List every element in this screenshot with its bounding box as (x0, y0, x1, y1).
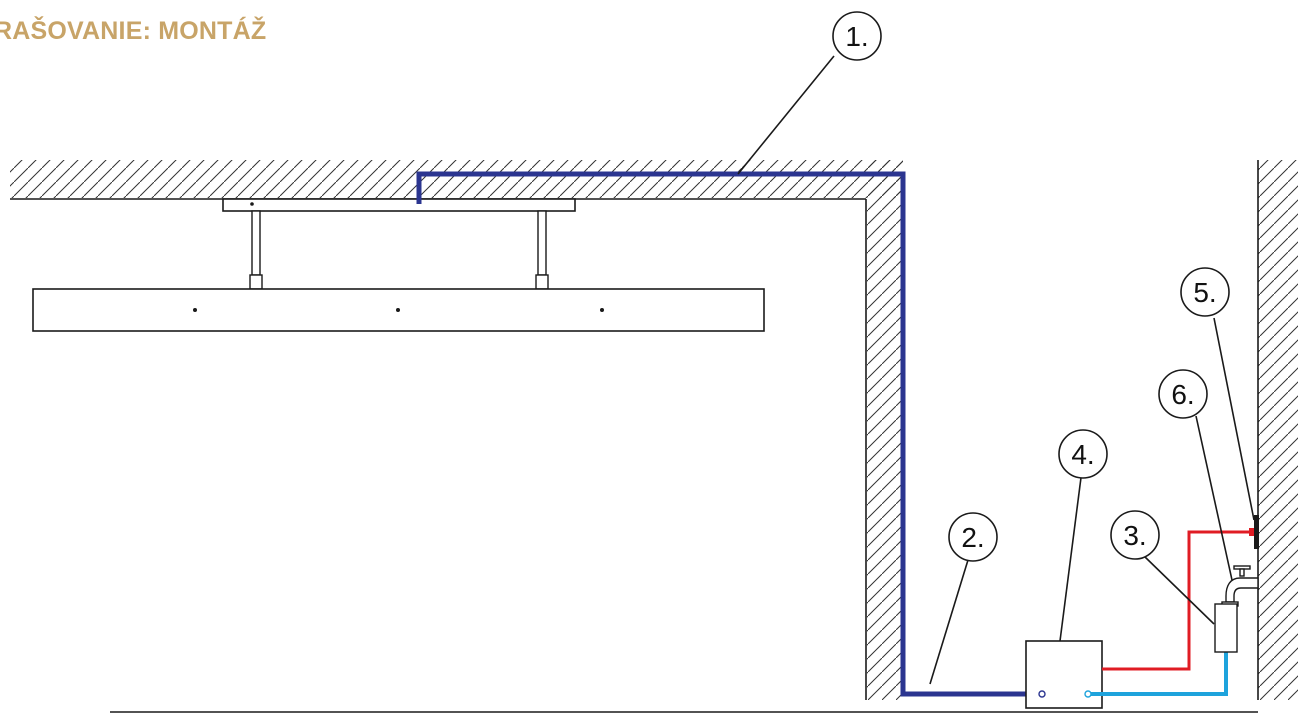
callout-2: 2. (948, 512, 998, 562)
heater (32, 198, 765, 332)
right-wall (1257, 160, 1298, 700)
filter-cylinder (1214, 603, 1238, 653)
diagram-title: RAŠOVANIE: MONTÁŽ (0, 17, 267, 45)
callout-6: 6. (1158, 369, 1208, 419)
ceiling-bracket (222, 198, 576, 212)
svg-text:6.: 6. (1171, 379, 1194, 410)
callout-3: 3. (1110, 510, 1160, 560)
callout-leaders (737, 55, 1255, 685)
hanging-rod-left (251, 210, 261, 276)
middle-wall (865, 160, 903, 700)
callout-4: 4. (1058, 429, 1108, 479)
ceiling (10, 160, 903, 200)
callouts: 1. 2. 3. 4. 5. 6. (832, 11, 1230, 562)
faucet (1221, 565, 1259, 607)
svg-text:1.: 1. (845, 21, 868, 52)
main-pipe (416, 171, 1040, 697)
svg-text:4.: 4. (1071, 439, 1094, 470)
wall-box (1254, 515, 1259, 549)
blue-pipe (1091, 652, 1228, 696)
svg-text:5.: 5. (1193, 277, 1216, 308)
control-box (1025, 640, 1103, 709)
hanging-rod-right (537, 210, 547, 276)
svg-text:2.: 2. (961, 522, 984, 553)
callout-1: 1. (832, 11, 882, 61)
callout-5: 5. (1180, 267, 1230, 317)
svg-text:3.: 3. (1123, 520, 1146, 551)
